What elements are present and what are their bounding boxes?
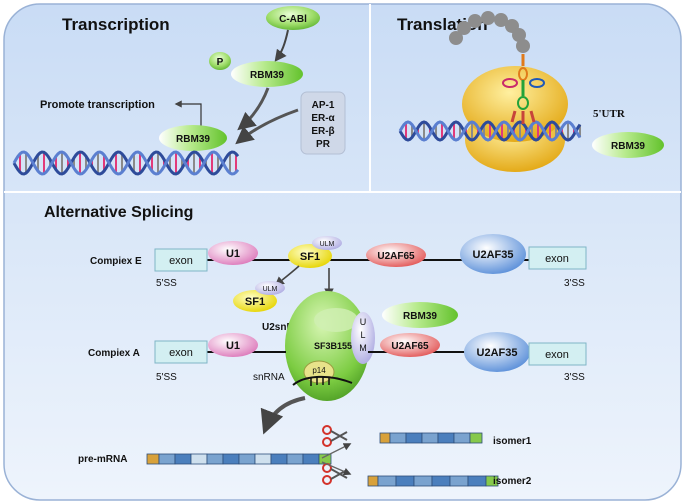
complex-a-label: Compiex A <box>88 348 140 359</box>
u2snrnp-label: U2snRNP <box>262 322 308 333</box>
complex-e-exon-left-label: exon <box>169 255 193 267</box>
rbm39-splicing-protein <box>382 302 458 328</box>
complex-e-3ss: 3'SS <box>564 278 585 289</box>
complex-e-5ss: 5'SS <box>156 278 177 289</box>
complex-e-exon-right <box>528 246 587 270</box>
rbm39-dna-label: RBM39 <box>176 134 210 145</box>
complex-a-u2af65-label: U2AF65 <box>391 341 429 352</box>
rbm39-dna-protein <box>159 125 227 151</box>
c-abl-protein <box>266 6 320 30</box>
phosphate-label: P <box>217 57 224 68</box>
complex-a-snrna: snRNA <box>253 372 285 383</box>
complex-a-u2af35-label: U2AF35 <box>477 347 518 359</box>
complex-e-u1 <box>208 241 258 265</box>
free-ulm <box>255 281 285 295</box>
factor-er-alpha: ER-α <box>311 113 335 124</box>
factor-ap1: AP-1 <box>312 100 335 111</box>
promote-arrow <box>174 100 202 130</box>
peptide-chain <box>449 11 530 53</box>
ulm-vertical-u: U <box>360 317 367 327</box>
splicing-result-arrow <box>260 396 306 435</box>
transcription-factors-box <box>300 91 346 155</box>
phosphate-badge <box>209 52 231 70</box>
complex-a-5ss: 5'SS <box>156 372 177 383</box>
snrna-base-pairs <box>310 377 330 386</box>
complex-e-sf1-label: SF1 <box>300 251 320 263</box>
complex-e-u2af35 <box>460 234 526 274</box>
complex-e-exon-right-label: exon <box>545 253 569 265</box>
rbm39-translation-label: RBM39 <box>611 141 645 152</box>
complex-e-label: Compiex E <box>90 256 142 267</box>
complex-a-exon-right-label: exon <box>545 349 569 361</box>
free-ulm-label: ULM <box>263 286 278 293</box>
ulm-vertical-l: L <box>360 330 365 340</box>
complex-e-u2af65-label: U2AF65 <box>377 251 415 262</box>
promote-transcription-label: Promote transcription <box>40 99 155 111</box>
isomer2-arrow <box>321 461 352 476</box>
complex-a-exon-left <box>154 340 208 364</box>
c-abl-arrow <box>274 29 289 62</box>
snrna-strand <box>292 375 353 386</box>
isomer1-label: isomer1 <box>493 436 532 447</box>
complex-e-u1-label: U1 <box>226 248 240 260</box>
isomer1-strip <box>379 432 483 444</box>
rbm39-phospho-label: RBM39 <box>250 70 284 81</box>
rbm39-splicing-label: RBM39 <box>403 311 437 322</box>
complex-a-exon-right <box>528 342 587 366</box>
complex-e-exon-left <box>154 248 208 272</box>
p14-label: p14 <box>312 366 326 375</box>
factor-arrow-1 <box>235 108 299 145</box>
complex-a-exon-left-label: exon <box>169 347 193 359</box>
trna-icon <box>502 54 545 124</box>
complex-a-u1-label: U1 <box>226 340 240 352</box>
factor-arrow-2 <box>237 87 270 131</box>
rbm39-translation-protein <box>592 132 664 158</box>
pre-mrna-label: pre-mRNA <box>78 454 127 465</box>
complex-e-ulm-label: ULM <box>320 241 335 248</box>
complex-a-u2af65 <box>380 333 440 357</box>
isomer2-strip <box>367 475 499 487</box>
splicing-title: Alternative Splicing <box>44 204 193 221</box>
isomer1-arrow <box>321 443 352 459</box>
complex-e-sf1 <box>288 244 332 268</box>
factor-er-beta: ER-β <box>311 126 334 137</box>
transcription-title: Transcription <box>62 15 170 34</box>
complex-a-3ss: 3'SS <box>564 372 585 383</box>
sf3b155-label: SF3B155 <box>314 341 352 351</box>
complex-e-u2af35-label: U2AF35 <box>473 249 514 261</box>
ribosome-icon <box>462 66 568 172</box>
utr-label: 5'UTR <box>593 108 626 120</box>
c-abl-label: C-ABl <box>279 14 307 25</box>
complex-e-ulm <box>312 236 342 250</box>
sf3b155-region <box>314 308 358 332</box>
complex-e-u2af65 <box>366 243 426 267</box>
complex-a-u2af35 <box>464 332 530 372</box>
isomer2-label: isomer2 <box>493 476 532 487</box>
pre-mrna-strip <box>146 453 332 465</box>
rbm39-phospho-protein <box>231 61 303 87</box>
dna-helix-icon <box>398 120 582 142</box>
free-sf1 <box>233 290 277 312</box>
free-sf1-label: SF1 <box>245 296 265 308</box>
scissors-icon <box>322 425 348 447</box>
factor-pr: PR <box>316 139 331 150</box>
ulm-vertical-m: M <box>359 343 367 353</box>
dna-helix-icon <box>12 150 240 176</box>
complex-a-u1 <box>208 333 258 357</box>
